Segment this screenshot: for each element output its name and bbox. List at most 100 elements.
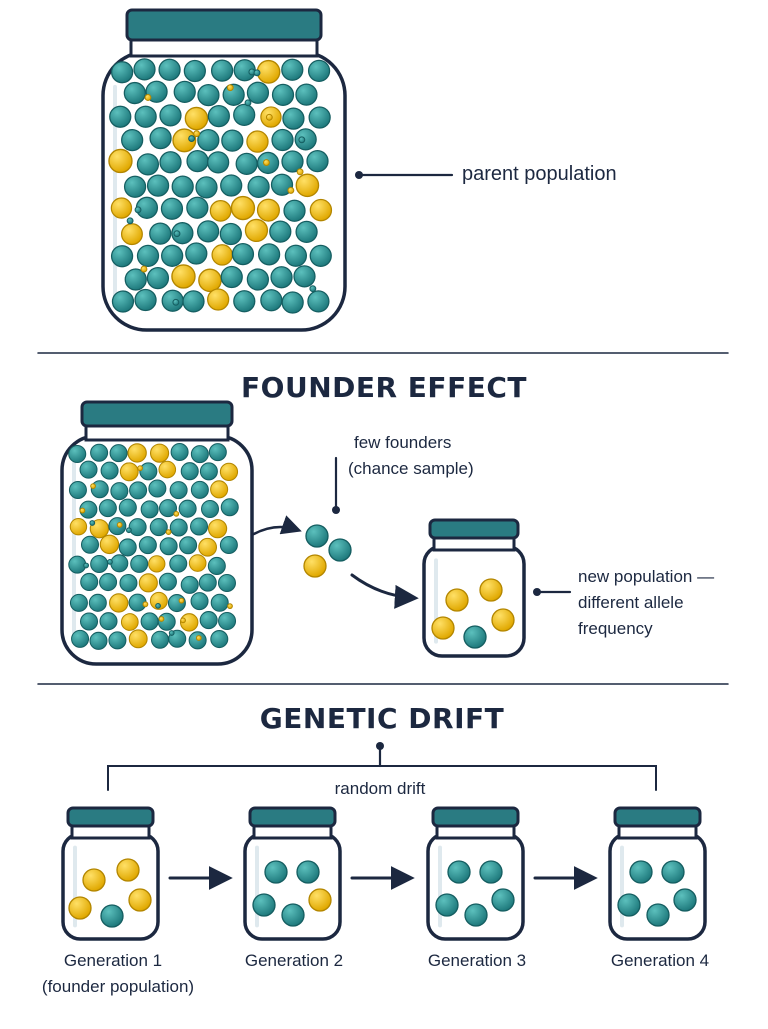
yellow-allele-speck [178, 597, 185, 604]
yellow-allele-speck [287, 186, 295, 194]
teal-ball [134, 288, 157, 312]
teal-ball [246, 81, 270, 104]
generation-1-jar [61, 806, 160, 941]
teal-ball [139, 462, 158, 481]
yellow-allele-speck [158, 616, 165, 622]
teal-allele-speck [298, 136, 306, 144]
teal-ball [160, 197, 184, 220]
teal-ball [99, 612, 118, 631]
founder-yellow-ball [303, 554, 327, 578]
teal-ball [309, 244, 332, 267]
teal-ball [109, 105, 132, 128]
yellow-ball [82, 868, 106, 892]
yellow-ball [211, 244, 233, 266]
teal-allele-speck [126, 527, 132, 534]
teal-ball [210, 593, 229, 612]
yellow-allele-speck [193, 130, 201, 138]
teal-ball [235, 152, 258, 175]
teal-allele-speck [89, 520, 96, 526]
teal-ball [108, 631, 127, 650]
generation-2-jar [243, 806, 342, 941]
teal-allele-speck [253, 69, 261, 77]
teal-ball [124, 268, 147, 291]
jar-lid [613, 806, 702, 828]
teal-ball [296, 860, 320, 884]
teal-ball [293, 265, 316, 288]
teal-ball [207, 556, 226, 575]
teal-allele-speck [83, 562, 90, 569]
teal-ball [233, 103, 256, 127]
teal-ball [100, 461, 119, 480]
yellow-allele-speck [226, 84, 234, 92]
teal-ball [281, 58, 304, 81]
teal-ball [186, 196, 209, 219]
teal-ball [169, 518, 188, 537]
teal-ball [149, 126, 172, 150]
new-population-jar [422, 518, 526, 658]
teal-ball [71, 629, 90, 648]
teal-ball [281, 903, 305, 927]
teal-ball [673, 888, 697, 912]
founder-sample [303, 524, 352, 578]
yellow-ball [308, 888, 332, 912]
teal-ball [219, 535, 238, 554]
jar-lid [80, 400, 234, 428]
teal-ball [447, 860, 471, 884]
teal-ball [138, 536, 157, 555]
teal-ball [140, 500, 159, 519]
jar-lid [248, 806, 337, 828]
jar-lid [125, 8, 323, 42]
teal-ball [118, 538, 137, 557]
yellow-allele-speck [90, 483, 96, 490]
teal-ball [196, 220, 220, 243]
jar-neck [84, 424, 230, 442]
teal-ball [169, 554, 188, 573]
yellow-ball [172, 128, 197, 153]
sample-arrow [250, 515, 302, 537]
teal-ball [220, 265, 243, 289]
teal-ball [80, 572, 99, 591]
yellow-ball [138, 573, 158, 593]
teal-ball [282, 107, 305, 130]
founder-effect-heading: FOUNDER EFFECT [241, 371, 527, 404]
teal-ball [148, 479, 167, 498]
teal-ball [110, 245, 134, 268]
teal-ball [199, 462, 218, 481]
teal-ball [294, 128, 317, 151]
teal-ball [198, 573, 217, 592]
teal-ball [150, 630, 170, 649]
founder-source-jar [60, 400, 254, 666]
teal-ball [190, 480, 209, 499]
teal-ball [246, 268, 269, 291]
teal-ball [158, 58, 181, 81]
teal-ball [617, 893, 641, 917]
teal-allele-speck [134, 206, 142, 214]
connector-lines [37, 171, 729, 890]
yellow-ball [207, 519, 228, 539]
teal-ball [491, 888, 515, 912]
teal-ball [159, 151, 182, 174]
teal-ball [110, 482, 129, 501]
teal-ball [79, 460, 98, 479]
teal-ball [110, 61, 134, 84]
yellow-allele-speck [79, 507, 86, 514]
teal-allele-speck [188, 135, 196, 143]
generation-4-jar [608, 806, 707, 941]
yellow-ball [148, 555, 166, 573]
generation-3-jar [426, 806, 525, 941]
yellow-ball [491, 608, 515, 632]
teal-allele-speck [107, 559, 113, 565]
jar-neck [432, 536, 516, 552]
teal-ball [190, 445, 209, 464]
teal-allele-speck [172, 298, 180, 306]
yellow-ball [120, 223, 143, 246]
yellow-allele-speck [144, 94, 152, 101]
yellow-allele-speck [137, 465, 143, 472]
new-population-label: new population — [578, 567, 715, 586]
teal-ball [183, 59, 206, 83]
jar-lid [428, 518, 520, 540]
teal-ball [90, 443, 109, 462]
teal-ball [158, 499, 178, 518]
teal-ball [199, 611, 218, 630]
